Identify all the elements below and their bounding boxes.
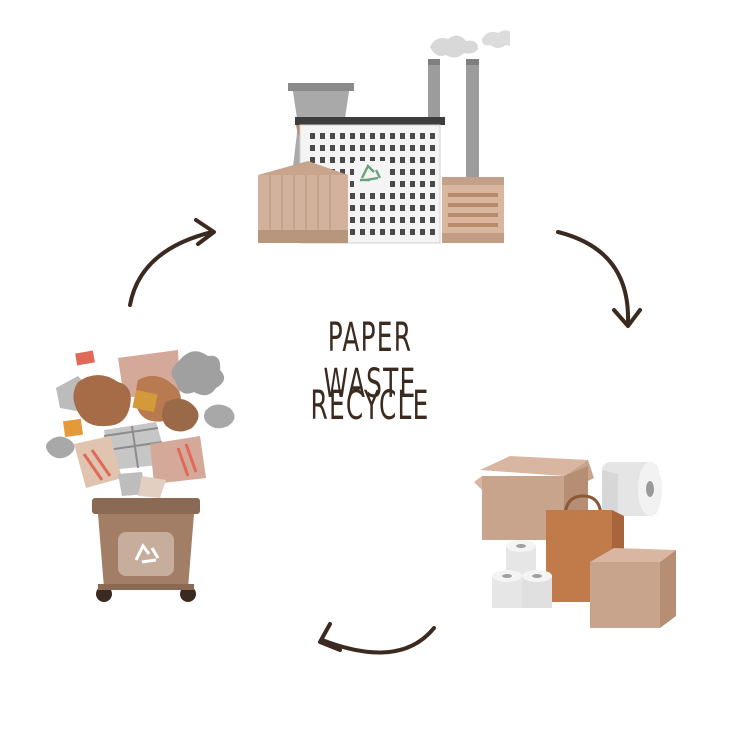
paper-waste-pile-icon	[46, 350, 235, 498]
recycle-symbol-icon	[134, 543, 160, 564]
arrow-to-products-icon	[556, 230, 642, 328]
title-line-2: RECYCLE	[310, 383, 430, 429]
factory-icon	[258, 30, 510, 244]
arrow-to-factory-icon	[128, 218, 216, 307]
recycle-symbol-icon	[360, 163, 382, 182]
paper-towel-roll-icon	[602, 462, 662, 520]
closed-box-icon	[590, 548, 676, 628]
waste-bin-icon	[46, 350, 235, 602]
arrow-to-bin-icon	[318, 622, 436, 655]
paper-products-icon	[474, 456, 676, 628]
title-line-1: PAPER WASTE	[323, 315, 417, 407]
toilet-rolls-icon	[492, 540, 552, 608]
